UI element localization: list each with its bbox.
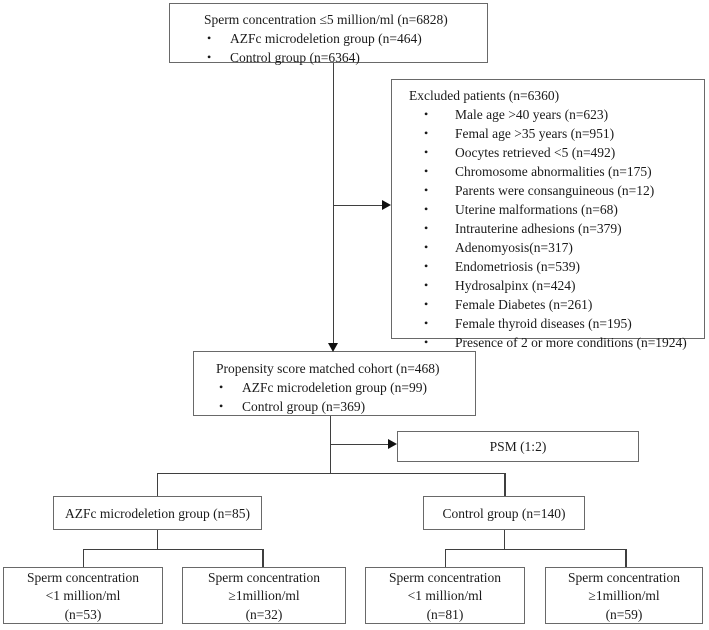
bullet-icon: • xyxy=(424,221,429,235)
excluded-patients-title: Excluded patients (n=6360) xyxy=(409,88,560,103)
bullet-icon: • xyxy=(424,164,429,178)
list-item-label: Adenomyosis(n=317) xyxy=(455,240,573,255)
list-item-label: Parents were consanguineous (n=12) xyxy=(455,183,655,198)
leaf-line: Sperm concentration xyxy=(567,569,681,585)
connector-line xyxy=(444,548,627,550)
connector-line xyxy=(82,549,84,567)
psm-box: PSM (1:2) xyxy=(397,431,639,462)
arrowhead-down-icon xyxy=(328,343,338,352)
connector-line xyxy=(156,473,158,496)
bullet-icon: • xyxy=(424,202,429,216)
list-item: • Femal age >35 years (n=951) xyxy=(409,124,704,143)
bullet-icon: • xyxy=(424,240,429,254)
connector-line xyxy=(262,549,264,567)
list-item: • Hydrosalpinx (n=424) xyxy=(409,276,704,295)
list-item-label: Hydrosalpinx (n=424) xyxy=(455,278,576,293)
list-item: • Endometriosis (n=539) xyxy=(409,257,704,276)
list-item-label: AZFc microdeletion group (n=99) xyxy=(242,380,427,395)
azfc-group-label: AZFc microdeletion group (n=85) xyxy=(65,505,250,521)
bullet-icon: • xyxy=(424,107,429,121)
list-item: • AZFc microdeletion group (n=99) xyxy=(216,378,475,397)
bullet-icon: • xyxy=(424,278,429,292)
bullet-icon: • xyxy=(219,399,224,413)
list-item: • Parents were consanguineous (n=12) xyxy=(409,181,704,200)
leaf-line: Sperm concentration xyxy=(26,569,140,585)
bullet-icon: • xyxy=(424,259,429,273)
list-item-label: Presence of 2 or more conditions (n=1924… xyxy=(455,335,687,350)
bullet-icon: • xyxy=(207,50,212,64)
bullet-icon: • xyxy=(424,126,429,140)
leaf-line: (n=81) xyxy=(426,606,464,622)
connector-line xyxy=(503,530,505,549)
list-item: • Intrauterine adhesions (n=379) xyxy=(409,219,704,238)
leaf-line: <1 million/ml xyxy=(407,588,483,604)
control-group-label: Control group (n=140) xyxy=(442,505,566,521)
list-item: • Control group (n=369) xyxy=(216,397,475,416)
arrowhead-right-icon xyxy=(388,439,397,449)
list-item-label: Oocytes retrieved <5 (n=492) xyxy=(455,145,616,160)
list-item-label: AZFc microdeletion group (n=464) xyxy=(230,31,422,46)
list-item: • Chromosome abnormalities (n=175) xyxy=(409,162,704,181)
excluded-patients-box: Excluded patients (n=6360) • Male age >40… xyxy=(391,79,705,350)
leaf-line: (n=32) xyxy=(245,606,283,622)
connector-line xyxy=(625,549,627,567)
matched-cohort-title: Propensity score matched cohort (n=468) xyxy=(216,361,440,376)
list-item-label: Male age >40 years (n=623) xyxy=(455,107,609,122)
connector-line xyxy=(504,473,506,496)
list-item-label: Female Diabetes (n=261) xyxy=(455,297,593,312)
list-item: • Uterine malformations (n=68) xyxy=(409,200,704,219)
matched-cohort-box: Propensity score matched cohort (n=468) … xyxy=(193,351,476,416)
list-item-label: Female thyroid diseases (n=195) xyxy=(455,316,632,331)
list-item-label: Femal age >35 years (n=951) xyxy=(455,126,615,141)
list-item-label: Chromosome abnormalities (n=175) xyxy=(455,164,652,179)
control-group-box: Control group (n=140) xyxy=(423,496,585,530)
list-item-label: Endometriosis (n=539) xyxy=(455,259,580,274)
connector-line xyxy=(330,443,389,445)
leaf-line: (n=59) xyxy=(605,606,643,622)
connector-line xyxy=(444,549,446,567)
total-cohort-box: Sperm concentration ≤5 million/ml (n=682… xyxy=(169,3,488,65)
bullet-icon: • xyxy=(424,183,429,197)
list-item: • Female Diabetes (n=261) xyxy=(409,295,704,314)
leaf-line: ≥1million/ml xyxy=(588,588,660,604)
leaf-line: <1 million/ml xyxy=(45,588,121,604)
connector-line xyxy=(156,472,506,474)
leaf-line: (n=53) xyxy=(64,606,102,622)
list-item: • Control group (n=6364) xyxy=(204,48,487,67)
bullet-icon: • xyxy=(424,297,429,311)
connector-line xyxy=(82,548,264,550)
list-item: • Oocytes retrieved <5 (n=492) xyxy=(409,143,704,162)
bullet-icon: • xyxy=(424,316,429,330)
leaf-box-azfc-high: Sperm concentration ≥1million/ml (n=32) xyxy=(182,567,346,624)
azfc-group-box: AZFc microdeletion group (n=85) xyxy=(53,496,262,530)
list-item-label: Control group (n=6364) xyxy=(230,50,360,65)
list-item: • Adenomyosis(n=317) xyxy=(409,238,704,257)
bullet-icon: • xyxy=(207,31,212,45)
connector-line xyxy=(156,530,158,549)
bullet-icon: • xyxy=(424,335,429,349)
list-item: • Male age >40 years (n=623) xyxy=(409,105,704,124)
psm-label: PSM (1:2) xyxy=(489,439,547,454)
bullet-icon: • xyxy=(424,145,429,159)
connector-line xyxy=(333,204,383,206)
list-item-label: Uterine malformations (n=68) xyxy=(455,202,618,217)
leaf-line: ≥1million/ml xyxy=(228,588,300,604)
list-item: • AZFc microdeletion group (n=464) xyxy=(204,29,487,48)
list-item-label: Control group (n=369) xyxy=(242,399,366,414)
list-item: • Female thyroid diseases (n=195) xyxy=(409,314,704,333)
leaf-line: Sperm concentration xyxy=(388,569,502,585)
leaf-box-azfc-low: Sperm concentration <1 million/ml (n=53) xyxy=(3,567,163,624)
total-cohort-title: Sperm concentration ≤5 million/ml (n=682… xyxy=(204,12,448,27)
connector-line xyxy=(332,63,334,344)
arrowhead-right-icon xyxy=(382,200,391,210)
leaf-line: Sperm concentration xyxy=(207,569,321,585)
leaf-box-control-high: Sperm concentration ≥1million/ml (n=59) xyxy=(545,567,703,624)
bullet-icon: • xyxy=(219,380,224,394)
list-item: • Presence of 2 or more conditions (n=192… xyxy=(409,333,704,352)
list-item-label: Intrauterine adhesions (n=379) xyxy=(455,221,622,236)
leaf-box-control-low: Sperm concentration <1 million/ml (n=81) xyxy=(365,567,525,624)
